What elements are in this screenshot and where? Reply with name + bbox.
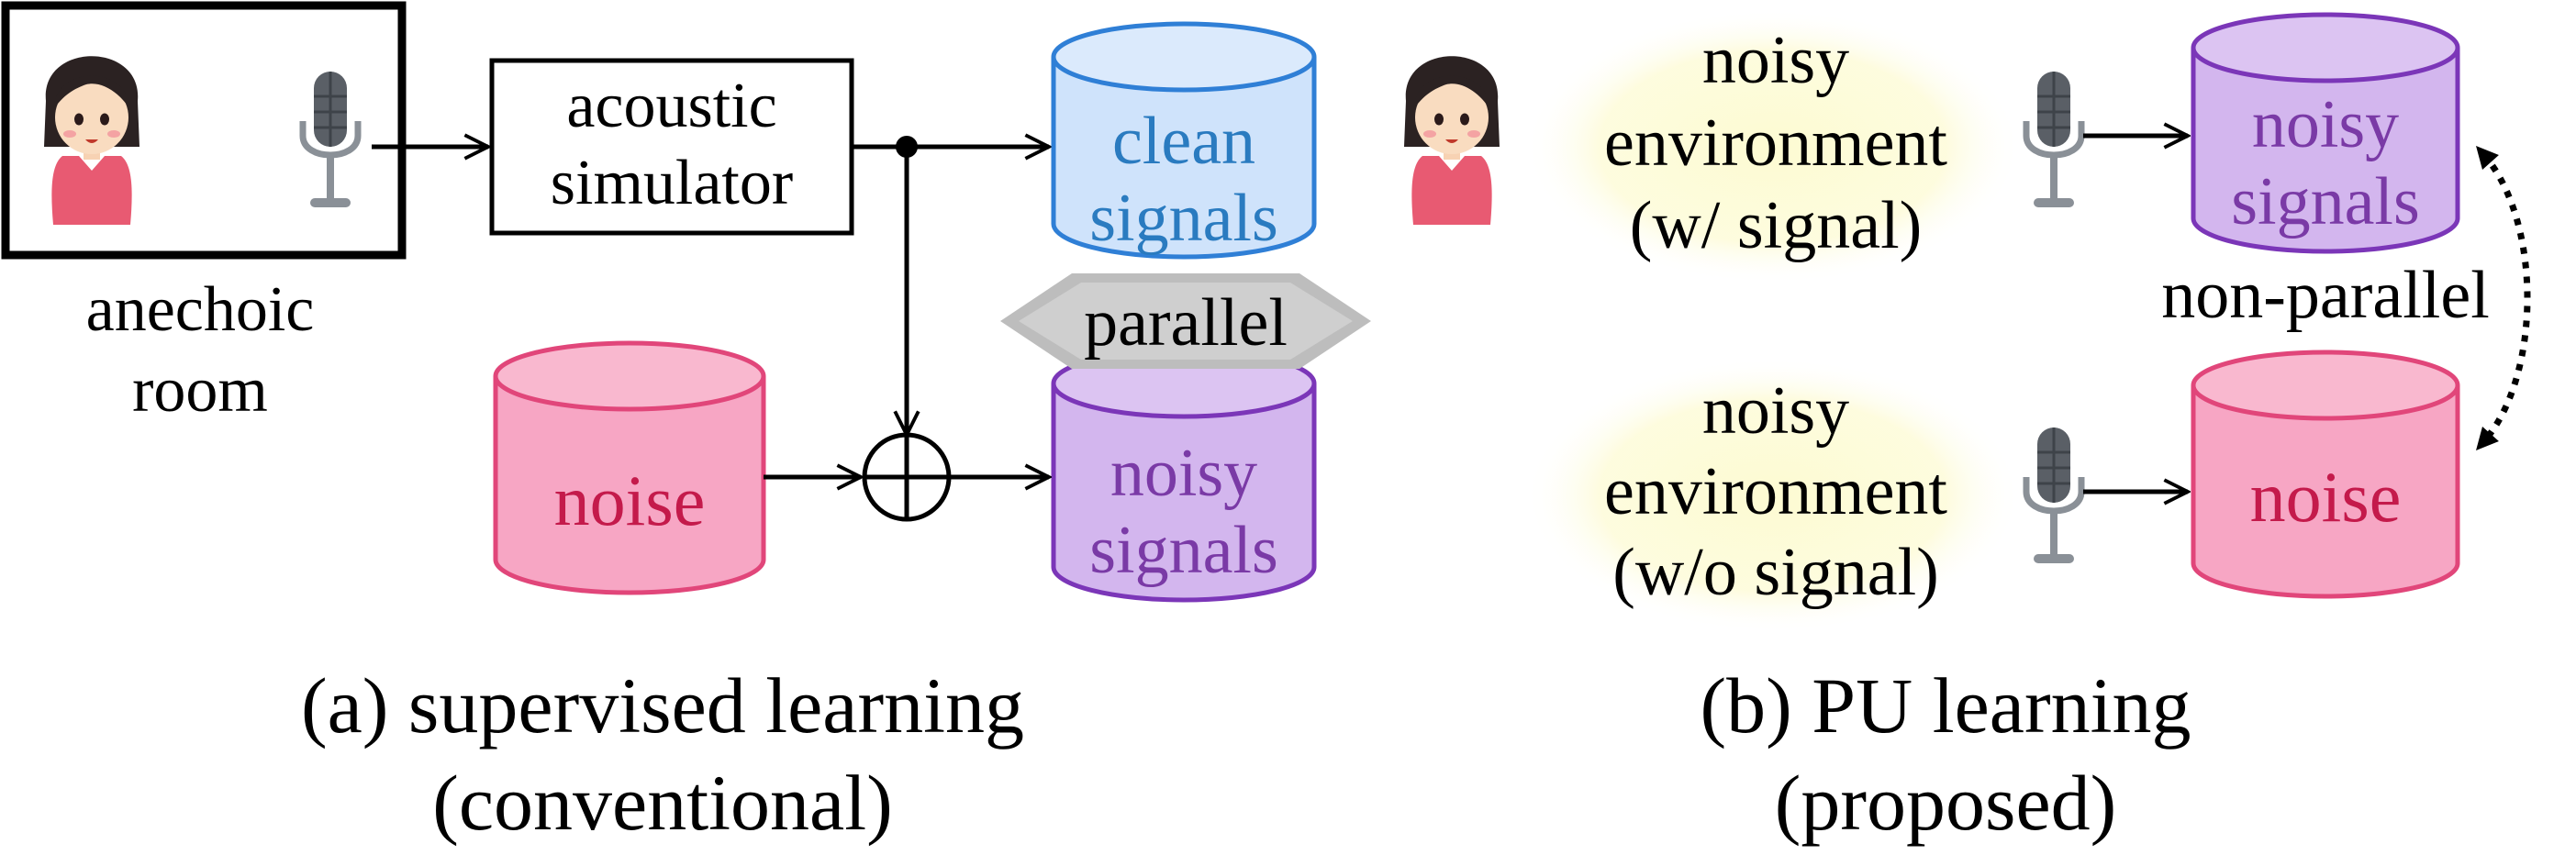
microphone-icon-b1 <box>2023 72 2085 207</box>
noise-cylinder-a: noise <box>493 340 766 595</box>
noise-cylinder-b: noise <box>2191 350 2460 599</box>
speaker-girl-icon <box>44 56 139 225</box>
parallel-label: parallel <box>1084 285 1288 361</box>
noisy-signals-b-label-line1: noisy <box>2252 87 2399 162</box>
caption-b-line2: (proposed) <box>1775 759 2117 847</box>
non-parallel-label: non-parallel <box>2161 258 2490 333</box>
anechoic-room-label-line1: anechoic <box>86 274 315 345</box>
environment-without-signal-line1: noisy <box>1702 373 1849 449</box>
environment-without-signal-line2: environment <box>1604 454 1947 529</box>
environment-with-signal-line3: (w/ signal) <box>1630 188 1923 263</box>
clean-signals-label-line1: clean <box>1112 104 1255 179</box>
environment-with-signal-line2: environment <box>1604 105 1947 181</box>
panel-b: noisy environment (w/ signal) noisy sign… <box>1404 9 2531 847</box>
caption-a-line1: (a) supervised learning <box>301 661 1024 750</box>
non-parallel-dotted-arrow <box>2476 146 2531 450</box>
environment-with-signal-line1: noisy <box>1702 23 1849 98</box>
noise-a-label: noise <box>554 461 706 540</box>
microphone-icon-b2 <box>2023 428 2085 563</box>
noisy-signals-cylinder-b: noisy signals <box>2191 12 2460 254</box>
noise-b-label: noise <box>2250 457 2402 537</box>
speaker-girl-icon-b <box>1404 56 1500 225</box>
environment-glow-2 <box>1525 358 2021 633</box>
parallel-banner: parallel <box>1000 273 1371 369</box>
caption-b-line1: (b) PU learning <box>1701 661 2191 750</box>
panel-a: anechoic room acoustic simulator clean s… <box>1 1 1371 847</box>
noisy-signals-cylinder-a: noisy signals <box>1051 348 1317 603</box>
adder-symbol <box>862 432 952 522</box>
anechoic-room-label-line2: room <box>132 355 268 426</box>
environment-glow-1 <box>1525 9 2021 284</box>
clean-signals-label-line2: signals <box>1089 181 1278 256</box>
microphone-icon <box>299 72 362 207</box>
clean-signals-cylinder: clean signals <box>1051 21 1317 260</box>
environment-without-signal-line3: (w/o signal) <box>1612 535 1939 610</box>
noisy-signals-a-label-line2: signals <box>1089 513 1278 588</box>
caption-a-line2: (conventional) <box>432 759 892 847</box>
acoustic-simulator-label-line2: simulator <box>551 148 793 218</box>
noisy-signals-a-label-line1: noisy <box>1110 436 1257 511</box>
noisy-signals-b-label-line2: signals <box>2231 164 2420 239</box>
acoustic-simulator-label-line1: acoustic <box>566 71 776 141</box>
